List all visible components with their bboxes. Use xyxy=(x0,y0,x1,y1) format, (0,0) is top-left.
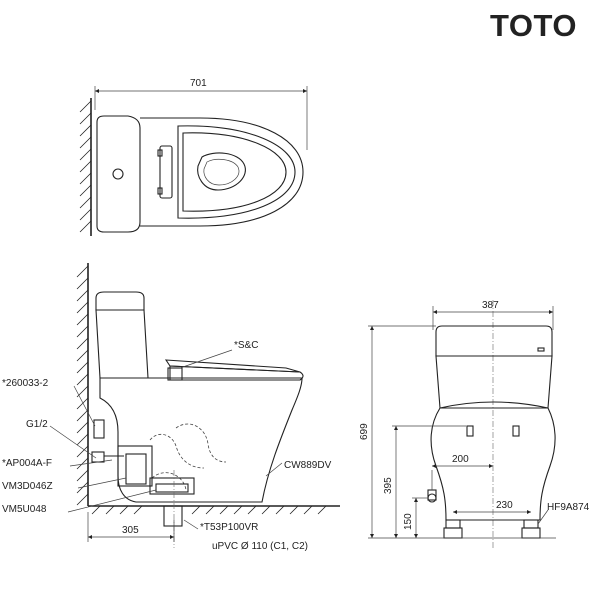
label-base: VM5U048 xyxy=(2,504,47,515)
label-inlet: G1/2 xyxy=(26,419,48,430)
side-view: 305 xyxy=(76,263,340,548)
label-drain: *T53P100VR xyxy=(200,522,258,533)
dim-inlet-height: 395 xyxy=(383,477,394,494)
label-bowl: CW889DV xyxy=(284,460,332,471)
part-labels: *S&C *260033-2 G1/2 *AP004A-F VM3D046Z V… xyxy=(2,340,332,552)
label-bolt: HF9A874 xyxy=(547,502,590,513)
label-valve: *260033-2 xyxy=(2,378,49,389)
dim-top-width: 701 xyxy=(190,78,207,89)
dim-total-height: 699 xyxy=(359,423,370,440)
label-pipe: uPVC Ø 110 (C1, C2) xyxy=(212,541,308,552)
dim-front-width: 387 xyxy=(482,300,499,311)
dim-foot-width: 230 xyxy=(496,500,513,511)
top-view: 701 xyxy=(79,78,308,236)
label-flange: VM3D046Z xyxy=(2,481,53,492)
brand-logo: TOTO xyxy=(490,8,577,43)
front-view: 387 699 395 150 200 xyxy=(359,300,590,548)
dim-outlet-height: 150 xyxy=(403,513,414,530)
dim-inlet-offset: 200 xyxy=(452,454,469,465)
label-seat: *S&C xyxy=(234,340,258,351)
label-supply: *AP004A-F xyxy=(2,458,52,469)
dim-rough-in: 305 xyxy=(122,525,139,536)
